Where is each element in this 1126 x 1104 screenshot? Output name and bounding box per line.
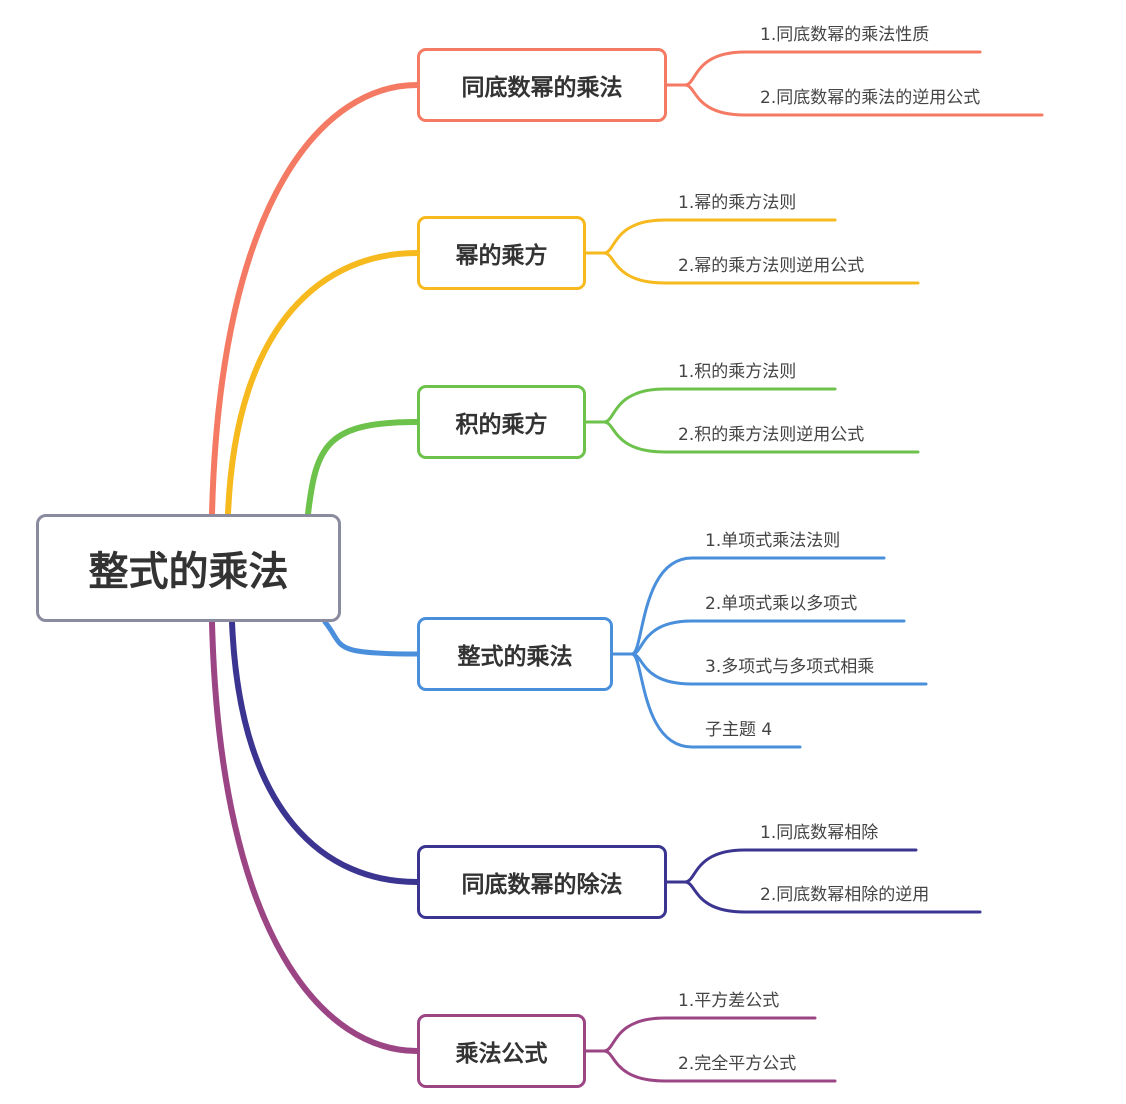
branch-connector (229, 619, 420, 885)
subtopic-connector (584, 1049, 837, 1083)
subtopic-connector (665, 848, 918, 884)
subtopic-connector (665, 880, 982, 914)
subtopic[interactable]: 1.幂的乘方法则 (678, 193, 797, 213)
subtopic-connector (584, 1016, 817, 1053)
subtopic[interactable]: 1.单项式乘法法则 (705, 531, 841, 551)
subtopic[interactable]: 1.积的乘方法则 (678, 362, 797, 382)
branch-topic[interactable]: 整式的乘法 (417, 617, 613, 691)
branch-connector (225, 250, 420, 517)
subtopic-connector (584, 420, 920, 454)
subtopic-connector (665, 50, 982, 87)
subtopic[interactable]: 2.同底数幂的乘法的逆用公式 (760, 88, 981, 108)
branch-topic[interactable]: 同底数幂的乘法 (417, 48, 667, 122)
subtopic[interactable]: 2.完全平方公式 (678, 1054, 797, 1074)
subtopic[interactable]: 子主题 4 (705, 720, 773, 740)
branch-topic[interactable]: 乘法公式 (417, 1014, 586, 1088)
subtopic-connector (584, 251, 920, 285)
branch-topic[interactable]: 幂的乘方 (417, 216, 586, 290)
branch-connector (305, 419, 420, 517)
subtopic-connector (611, 619, 906, 656)
subtopic[interactable]: 1.平方差公式 (678, 991, 780, 1011)
subtopic-connector (584, 218, 837, 255)
subtopic[interactable]: 1.同底数幂的乘法性质 (760, 25, 930, 45)
root-topic[interactable]: 整式的乘法 (36, 514, 341, 622)
branch-connector (322, 619, 420, 657)
subtopic-connector (665, 83, 1044, 117)
subtopic[interactable]: 1.同底数幂相除 (760, 823, 879, 843)
branch-connector (209, 82, 420, 517)
subtopic-connector (611, 652, 802, 749)
branch-connector (209, 619, 420, 1054)
subtopic[interactable]: 3.多项式与多项式相乘 (705, 657, 875, 677)
branch-topic[interactable]: 同底数幂的除法 (417, 845, 667, 919)
subtopic[interactable]: 2.同底数幂相除的逆用 (760, 885, 930, 905)
subtopic[interactable]: 2.幂的乘方法则逆用公式 (678, 256, 865, 276)
subtopic-connector (584, 387, 837, 424)
subtopic[interactable]: 2.单项式乘以多项式 (705, 594, 858, 614)
subtopic[interactable]: 2.积的乘方法则逆用公式 (678, 425, 865, 445)
branch-topic[interactable]: 积的乘方 (417, 385, 586, 459)
